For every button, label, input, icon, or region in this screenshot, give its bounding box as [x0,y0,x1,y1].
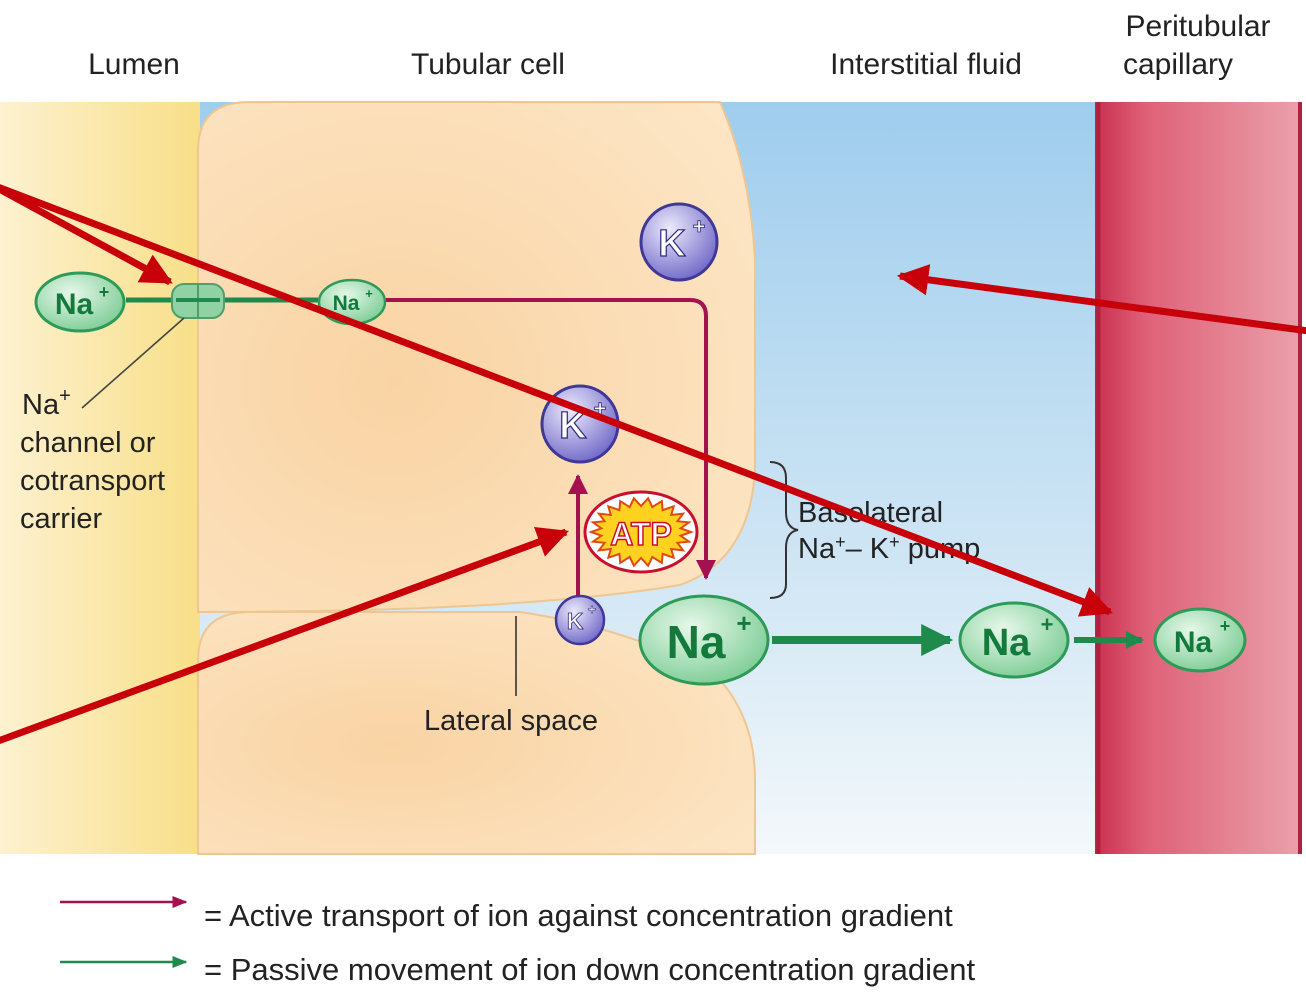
channel-leader-line [81,317,185,409]
na-ion-capillary-charge: + [1220,616,1231,636]
na-ion-intracellular: Na + [317,278,387,326]
atp-burst-icon: ATP [583,490,699,574]
legend-active-text: = Active transport of ion against concen… [204,898,953,933]
k-ion-cytoplasm-charge: + [693,214,706,239]
atp-star-shape [588,496,694,568]
red-arrow-to-atp [0,527,569,745]
na-ion-lumen: Na + [34,271,126,333]
na-ion-interstitial: Na + [958,601,1070,679]
na-ion-capillary-symbol: Na [1174,626,1213,659]
atp-label: ATP [610,516,672,552]
na-ion-basolateral-symbol: Na [667,616,726,668]
lumen-label: Lumen [88,48,180,81]
tubular-cell-label: Tubular cell [411,48,565,81]
na-ion-interstitial-charge: + [1041,612,1054,637]
na-ion-lumen-charge: + [99,282,110,302]
channel-label-plus: + [59,385,71,407]
k-ion-cytoplasm-symbol: K [658,223,686,265]
pump-label-na: Na [798,533,836,565]
k-ion-lateral-space: K + [554,594,606,646]
channel-label-na: Na [22,389,60,421]
channel-label-line3: cotransport [20,465,165,497]
na-channel-icon [171,283,225,319]
na-ion-lumen-symbol: Na [55,288,94,321]
na-ion-basolateral-charge: + [736,608,751,638]
k-ion-cytoplasm: K + [639,202,719,282]
pump-brace [769,461,799,599]
capillary-region [1095,102,1301,854]
na-ion-capillary: Na + [1153,607,1247,673]
capillary-label-line1: Peritubular [1125,10,1270,43]
channel-label-line1: Na+ [22,385,71,421]
red-arrow-to-interstitium [896,264,1306,335]
na-ion-intracellular-charge: + [365,286,373,301]
na-ion-basolateral: Na + [638,594,770,686]
legend-passive-text: = Passive movement of ion down concentra… [204,952,976,987]
channel-label-line2: channel or [20,427,156,459]
na-ion-intracellular-symbol: Na [333,292,360,315]
lateral-space-label: Lateral space [424,705,598,737]
na-ion-interstitial-symbol: Na [982,622,1031,664]
red-overlay-arrows [0,184,1306,745]
interstitial-fluid-label: Interstitial fluid [830,48,1022,81]
k-ion-lateral-space-charge: + [588,601,596,617]
intracellular-na-active-arrow [386,298,716,580]
red-arrow-to-capillary-na [0,184,1113,617]
k-ion-lateral-space-symbol: K [567,608,584,634]
tubular-cell-upper [197,101,756,614]
channel-label-line4: carrier [20,503,103,535]
k-ion-pump: K + [540,384,620,464]
k-ion-pump-symbol: K [559,405,587,447]
pump-label-plus-1: + [835,532,846,552]
capillary-label-line2: capillary [1123,48,1233,81]
red-arrow-to-channel [0,185,173,286]
pump-label-dash-k: – K [846,533,890,565]
pump-label-plus-2: + [889,532,900,552]
